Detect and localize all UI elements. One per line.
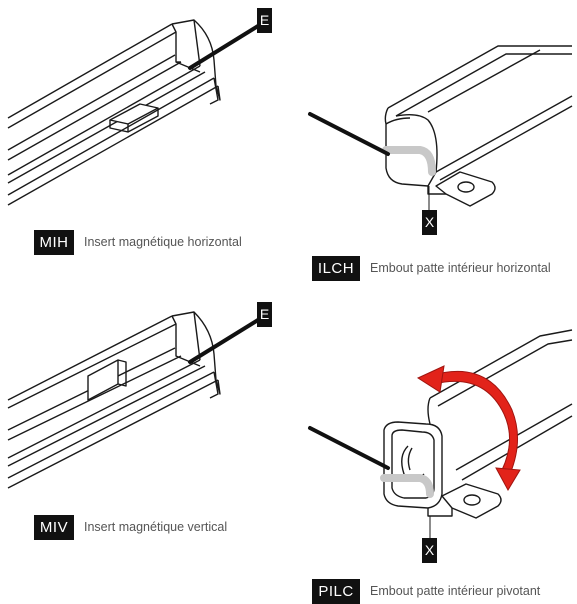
caption-miv: Insert magnétique vertical	[84, 520, 228, 534]
tag-e-1: E	[257, 8, 272, 33]
code-badge-ilch: ILCH	[312, 256, 360, 281]
pilc-drawing	[380, 329, 573, 519]
ilch-drawing	[382, 45, 573, 207]
tag-e-2: E	[257, 302, 272, 327]
caption-ilch: Embout patte intérieur horizontal	[370, 261, 551, 275]
rotation-arrow	[429, 370, 519, 475]
code-badge-pilc: PILC	[312, 579, 360, 604]
rotation-arrowhead-top	[416, 365, 445, 393]
caption-pilc: Embout patte intérieur pivotant	[370, 584, 541, 598]
tag-x-2: X	[422, 538, 437, 563]
mih-drawing	[7, 19, 221, 206]
code-badge-mih: MIH	[34, 230, 74, 255]
mih-cable	[188, 24, 260, 70]
caption-mih: Insert magnétique horizontal	[84, 235, 242, 249]
miv-drawing	[7, 311, 221, 489]
code-badge-miv: MIV	[34, 515, 74, 540]
rotation-arrowhead-bottom	[495, 467, 521, 492]
ilch-cable	[308, 112, 390, 156]
miv-cable	[188, 318, 260, 364]
tag-x-1: X	[422, 210, 437, 235]
pilc-cable	[308, 426, 390, 470]
